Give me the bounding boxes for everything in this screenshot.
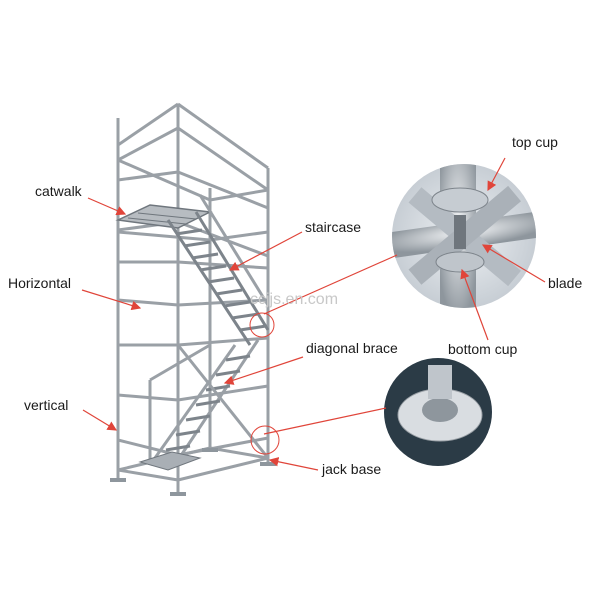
leader-lines [81, 157, 546, 471]
top-frame [117, 102, 269, 202]
scaffold-tower [110, 102, 280, 496]
watermark-text: ccjjs.en.com [250, 291, 338, 308]
vertical-standards [116, 104, 270, 492]
node-highlight-circle [249, 312, 275, 338]
label-staircase: staircase [305, 219, 361, 235]
part-labels: catwalk staircase Horizontal diagonal br… [8, 134, 582, 477]
label-vertical: vertical [24, 397, 68, 413]
label-bottom-cup: bottom cup [448, 341, 517, 357]
catwalk-platform [115, 204, 213, 229]
jack-base-plates [110, 448, 276, 496]
cuplock-detail [392, 164, 536, 308]
label-diagonal-brace: diagonal brace [306, 340, 398, 356]
label-blade: blade [548, 275, 582, 291]
staircase-flight [138, 194, 270, 471]
jack-base-detail [384, 358, 492, 466]
base-highlight-circle [250, 425, 280, 455]
label-catwalk: catwalk [35, 183, 83, 199]
label-horizontal: Horizontal [8, 275, 71, 291]
label-top-cup: top cup [512, 134, 558, 150]
label-jack-base: jack base [321, 461, 381, 477]
diagonal-brace-member [176, 344, 270, 459]
